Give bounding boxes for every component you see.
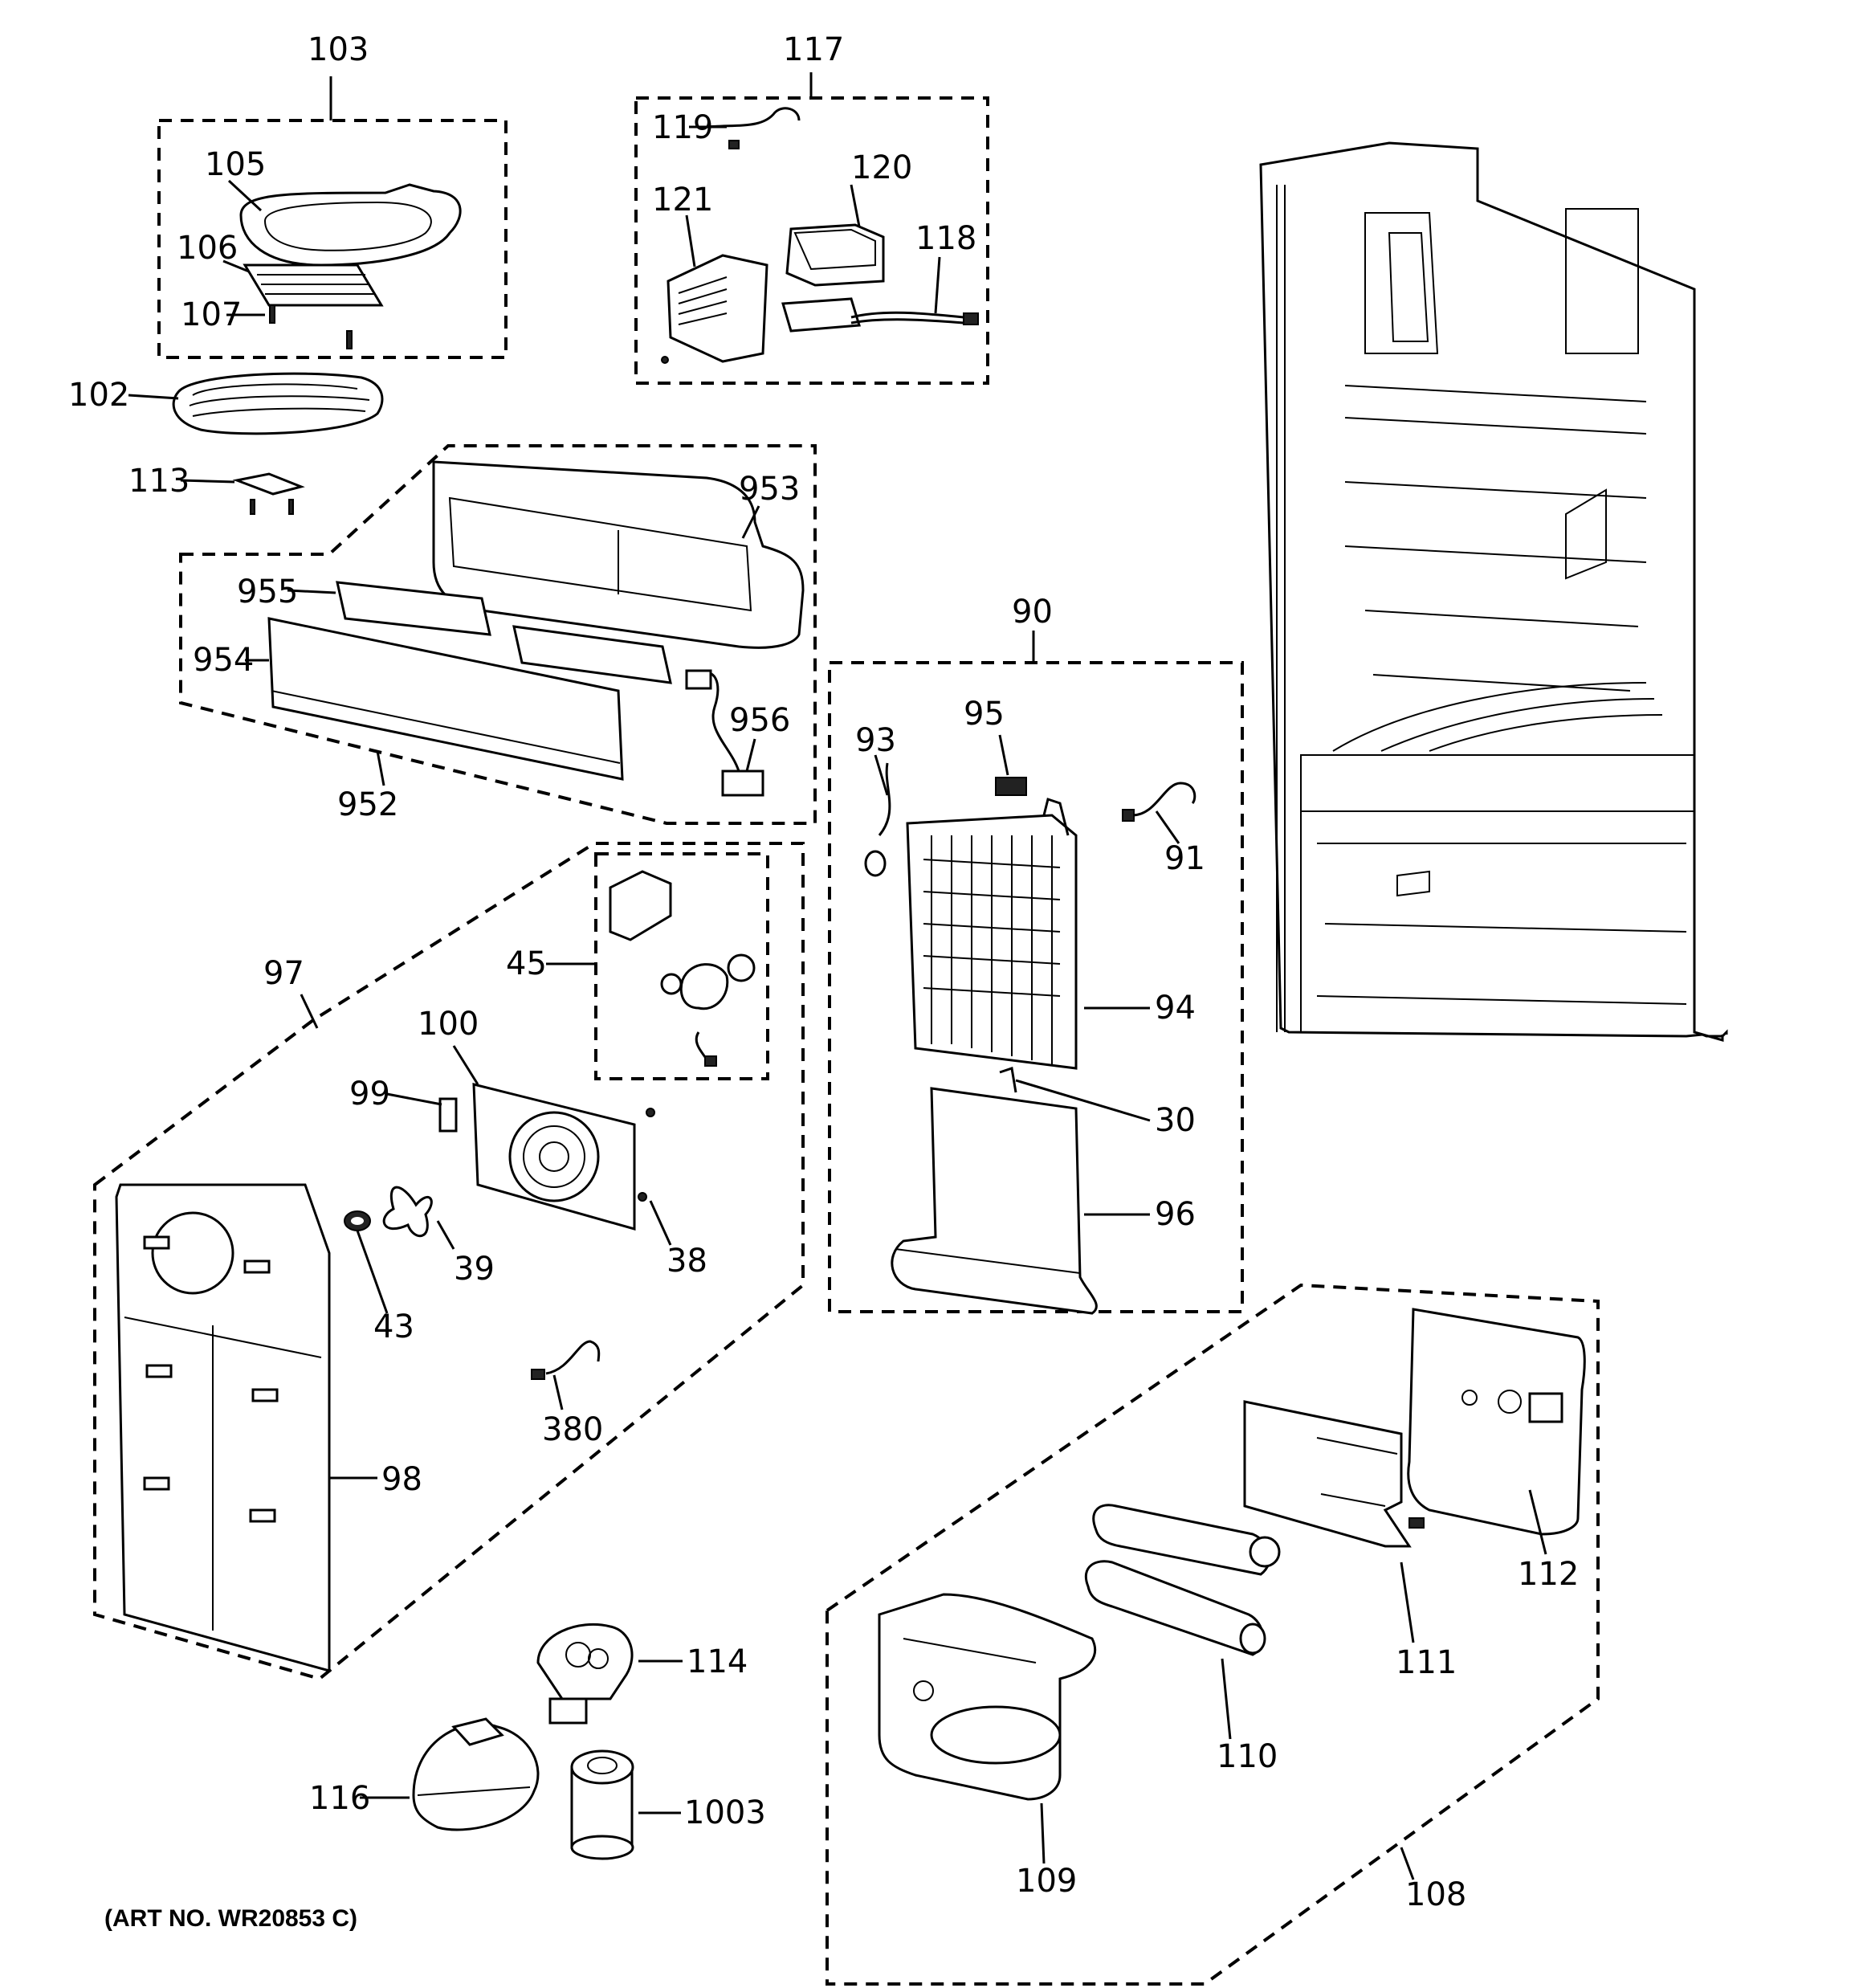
refrigerator-cabinet [1259, 141, 1728, 1042]
callout-100: 100 [418, 1006, 479, 1043]
callout-109: 109 [1016, 1863, 1077, 1900]
callout-39: 39 [454, 1251, 495, 1288]
part-39-fan-blade [382, 1186, 433, 1238]
callout-45: 45 [506, 945, 547, 982]
callout-953: 953 [739, 471, 800, 508]
callout-954: 954 [193, 642, 254, 679]
group-108-water-filter-assembly [826, 1283, 1600, 1986]
group-952-duct-assembly [179, 444, 817, 825]
callout-91: 91 [1164, 840, 1205, 877]
part-118-harness [850, 311, 979, 325]
part-1003-water-filter [570, 1749, 634, 1860]
part-111-cover-plate [1243, 1400, 1425, 1548]
callout-111: 111 [1396, 1644, 1457, 1681]
callout-119: 119 [652, 109, 713, 146]
part-114-filter-head [536, 1623, 634, 1725]
group-45-damper-assembly [546, 852, 769, 1080]
callout-95: 95 [964, 696, 1005, 733]
callout-98: 98 [381, 1461, 422, 1498]
callout-117: 117 [783, 31, 844, 68]
callout-38: 38 [667, 1243, 707, 1280]
part-106-filter-screen [243, 263, 384, 307]
part-91-sensor [1122, 782, 1196, 822]
part-38-screw [638, 1108, 655, 1202]
callout-955: 955 [237, 574, 298, 610]
part-956-wire-harness [685, 669, 764, 797]
callout-112: 112 [1518, 1556, 1579, 1593]
group-103-filter-cover-assembly [157, 76, 508, 359]
callout-956: 956 [729, 702, 790, 739]
part-94-evaporator [906, 798, 1078, 1070]
art-number: (ART NO. WR20853 C) [104, 1905, 357, 1932]
callout-116: 116 [309, 1780, 370, 1817]
callout-90: 90 [1012, 594, 1053, 631]
part-102-grille [128, 372, 384, 435]
group-117-control-assembly [634, 72, 989, 385]
part-105-filter-cover [239, 183, 462, 267]
callout-113: 113 [128, 463, 190, 500]
part-43-grommet [344, 1210, 371, 1231]
part-955-insulation [336, 581, 672, 684]
part-112-back-plate [1407, 1308, 1586, 1536]
callout-96: 96 [1155, 1196, 1196, 1233]
part-96-drain-pan [891, 1087, 1098, 1315]
callout-103: 103 [308, 31, 369, 68]
callout-94: 94 [1155, 990, 1196, 1027]
part-113-bracket [180, 472, 305, 515]
part-954-duct-panel [267, 617, 624, 781]
callout-99: 99 [349, 1076, 390, 1112]
callout-380: 380 [542, 1411, 603, 1448]
callout-120: 120 [851, 149, 912, 186]
group-97-fan-cover-assembly [93, 842, 805, 1681]
callout-30: 30 [1155, 1102, 1196, 1139]
callout-105: 105 [205, 146, 266, 183]
part-99-bracket [438, 1097, 458, 1133]
callout-108: 108 [1405, 1876, 1466, 1913]
callout-107: 107 [181, 296, 242, 333]
part-380-sensor [531, 1340, 601, 1380]
callout-952: 952 [337, 786, 398, 823]
callout-121: 121 [652, 182, 713, 218]
part-95-clip [995, 777, 1027, 796]
part-953-duct-cover [432, 460, 805, 649]
callout-labels: 103 105 106 107 102 113 117 119 120 121 … [68, 31, 1579, 1913]
callout-106: 106 [177, 230, 238, 267]
part-120-cover [781, 223, 885, 333]
part-30-clip [999, 1067, 1017, 1093]
part-100-fan-shroud [472, 1083, 636, 1231]
callout-1003: 1003 [684, 1794, 766, 1831]
callout-43: 43 [373, 1308, 414, 1345]
part-119-sensor [706, 107, 801, 149]
callout-114: 114 [687, 1643, 748, 1680]
callout-118: 118 [915, 220, 976, 257]
callout-97: 97 [263, 955, 304, 992]
callout-102: 102 [68, 377, 129, 414]
part-121-board [661, 254, 768, 364]
part-116-filter-bypass [412, 1717, 540, 1831]
callout-93: 93 [855, 722, 896, 759]
part-93-thermistor [864, 762, 891, 877]
part-107-screw [226, 304, 353, 349]
part-109-filter-housing [878, 1593, 1097, 1801]
group-90-evaporator-assembly [828, 631, 1244, 1315]
callout-110: 110 [1217, 1738, 1278, 1775]
part-110-filter-cartridges [1084, 1504, 1281, 1656]
part-98-evaporator-cover [115, 1183, 331, 1672]
